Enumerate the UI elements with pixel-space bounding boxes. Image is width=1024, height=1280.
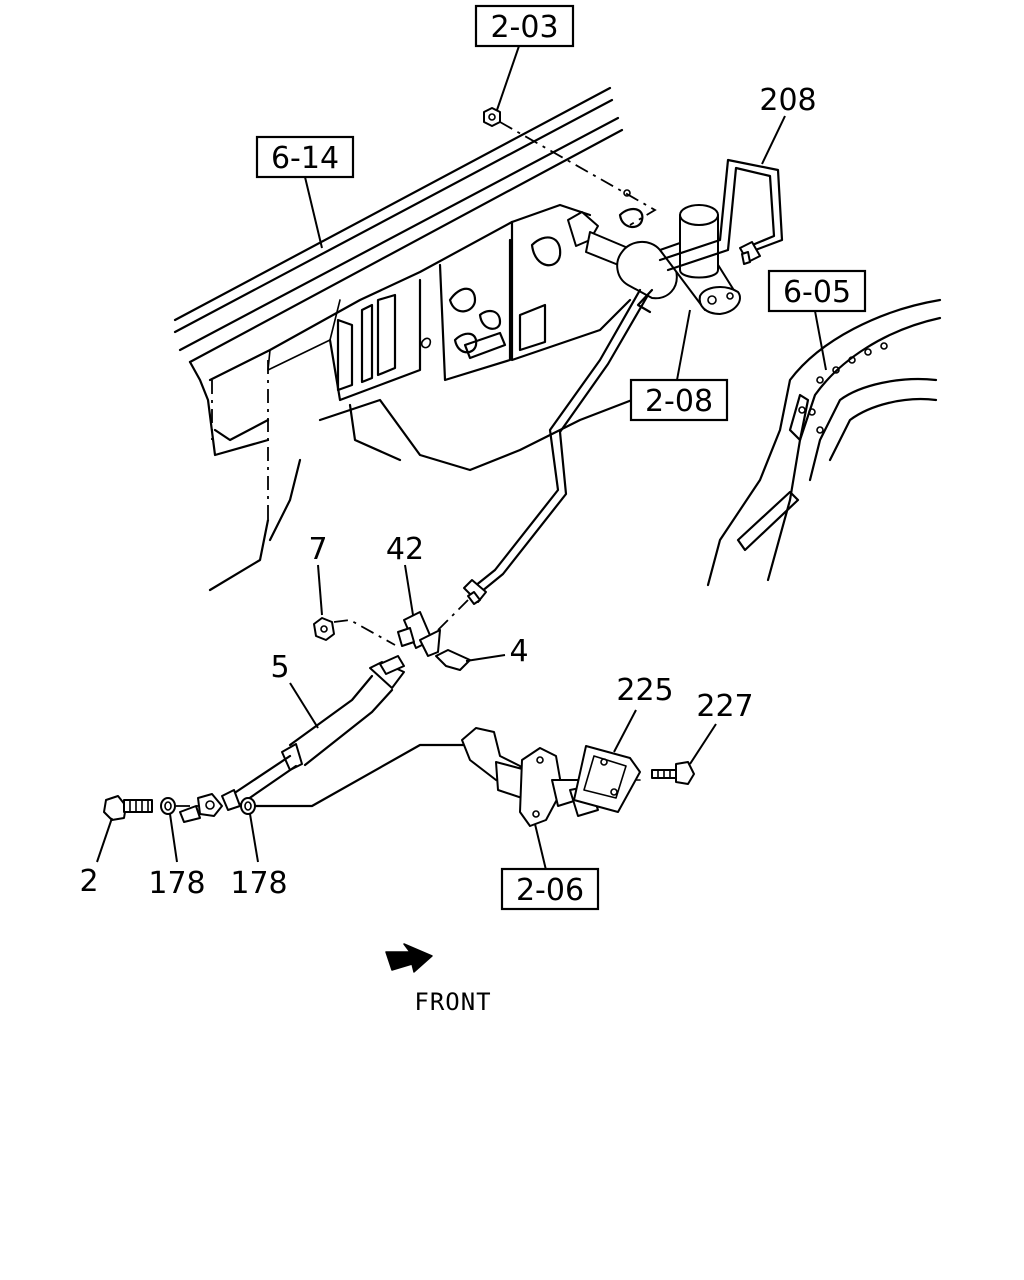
master-cylinder xyxy=(567,204,741,315)
part-label-2: 2 xyxy=(79,864,98,899)
ref-box-2-03[interactable]: 2-03 xyxy=(474,4,575,48)
front-label: FRONT xyxy=(414,988,491,1016)
ref-box-2-08[interactable]: 2-08 xyxy=(629,378,729,422)
pipe-208 xyxy=(658,158,784,272)
nut-203-part xyxy=(483,107,657,228)
fitting-group xyxy=(103,793,256,823)
ref-box-6-05[interactable]: 6-05 xyxy=(767,269,867,313)
part-label-5: 5 xyxy=(270,650,289,685)
fender-panel xyxy=(706,298,942,587)
part-label-225: 225 xyxy=(616,673,673,708)
part-label-227: 227 xyxy=(696,689,753,724)
part-label-208: 208 xyxy=(759,83,816,118)
part-label-4: 4 xyxy=(509,634,528,669)
svg-text:2-06: 2-06 xyxy=(516,873,584,908)
hydraulic-pipe xyxy=(463,288,650,605)
bracket-assembly xyxy=(313,599,471,671)
leader-lines xyxy=(96,45,827,871)
part-label-178-left: 178 xyxy=(148,866,205,901)
slave-cylinder xyxy=(254,727,695,827)
frame-panel xyxy=(173,86,634,592)
hose-5 xyxy=(221,655,405,811)
svg-text:6-05: 6-05 xyxy=(783,275,851,310)
ref-box-2-06[interactable]: 2-06 xyxy=(500,867,600,911)
ref-box-6-14[interactable]: 6-14 xyxy=(255,135,355,179)
part-label-7: 7 xyxy=(308,532,327,567)
part-label-178-right: 178 xyxy=(230,866,287,901)
svg-text:2-03: 2-03 xyxy=(490,10,558,45)
svg-text:6-14: 6-14 xyxy=(271,141,339,176)
front-arrow-icon xyxy=(385,943,433,973)
svg-text:2-08: 2-08 xyxy=(645,384,713,419)
part-label-42: 42 xyxy=(386,532,424,567)
